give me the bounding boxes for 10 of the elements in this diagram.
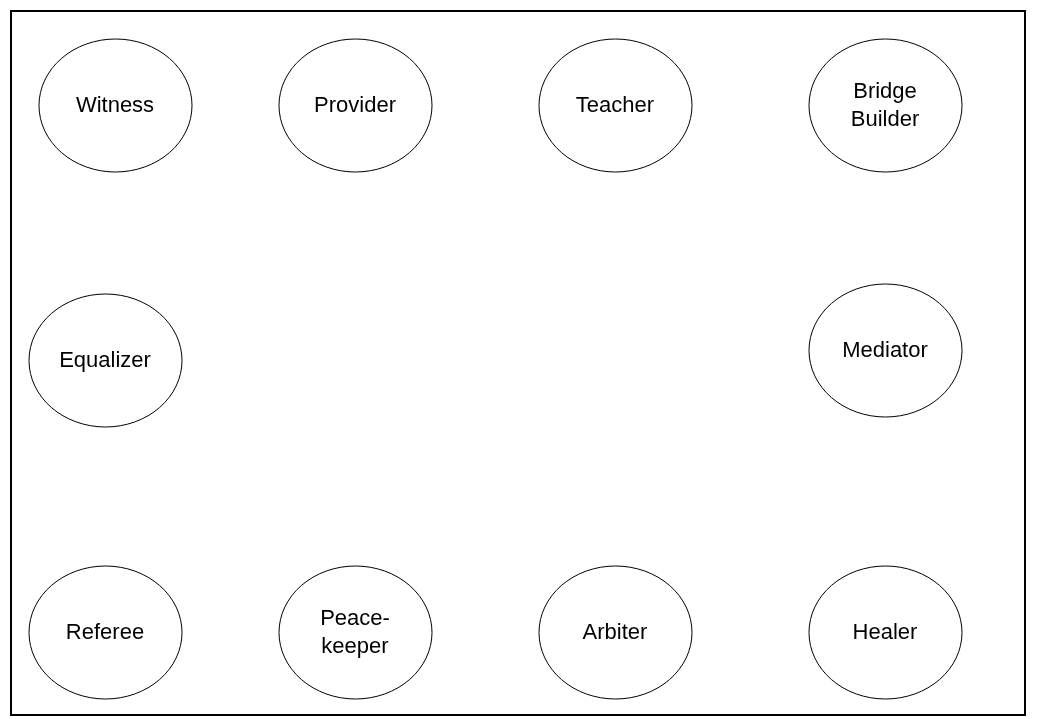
role-label: Arbiter [582,618,648,646]
role-label: Provider [314,91,396,119]
role-label: Healer [852,618,918,646]
role-label: Referee [65,618,145,646]
role-label: Witness [75,91,155,119]
role-label: Teacher [575,91,655,119]
role-label: Mediator [842,336,928,364]
role-label: Equalizer [59,346,151,374]
role-label: Peace-keeper [319,604,391,660]
role-label: Bridge Builder [849,77,921,133]
